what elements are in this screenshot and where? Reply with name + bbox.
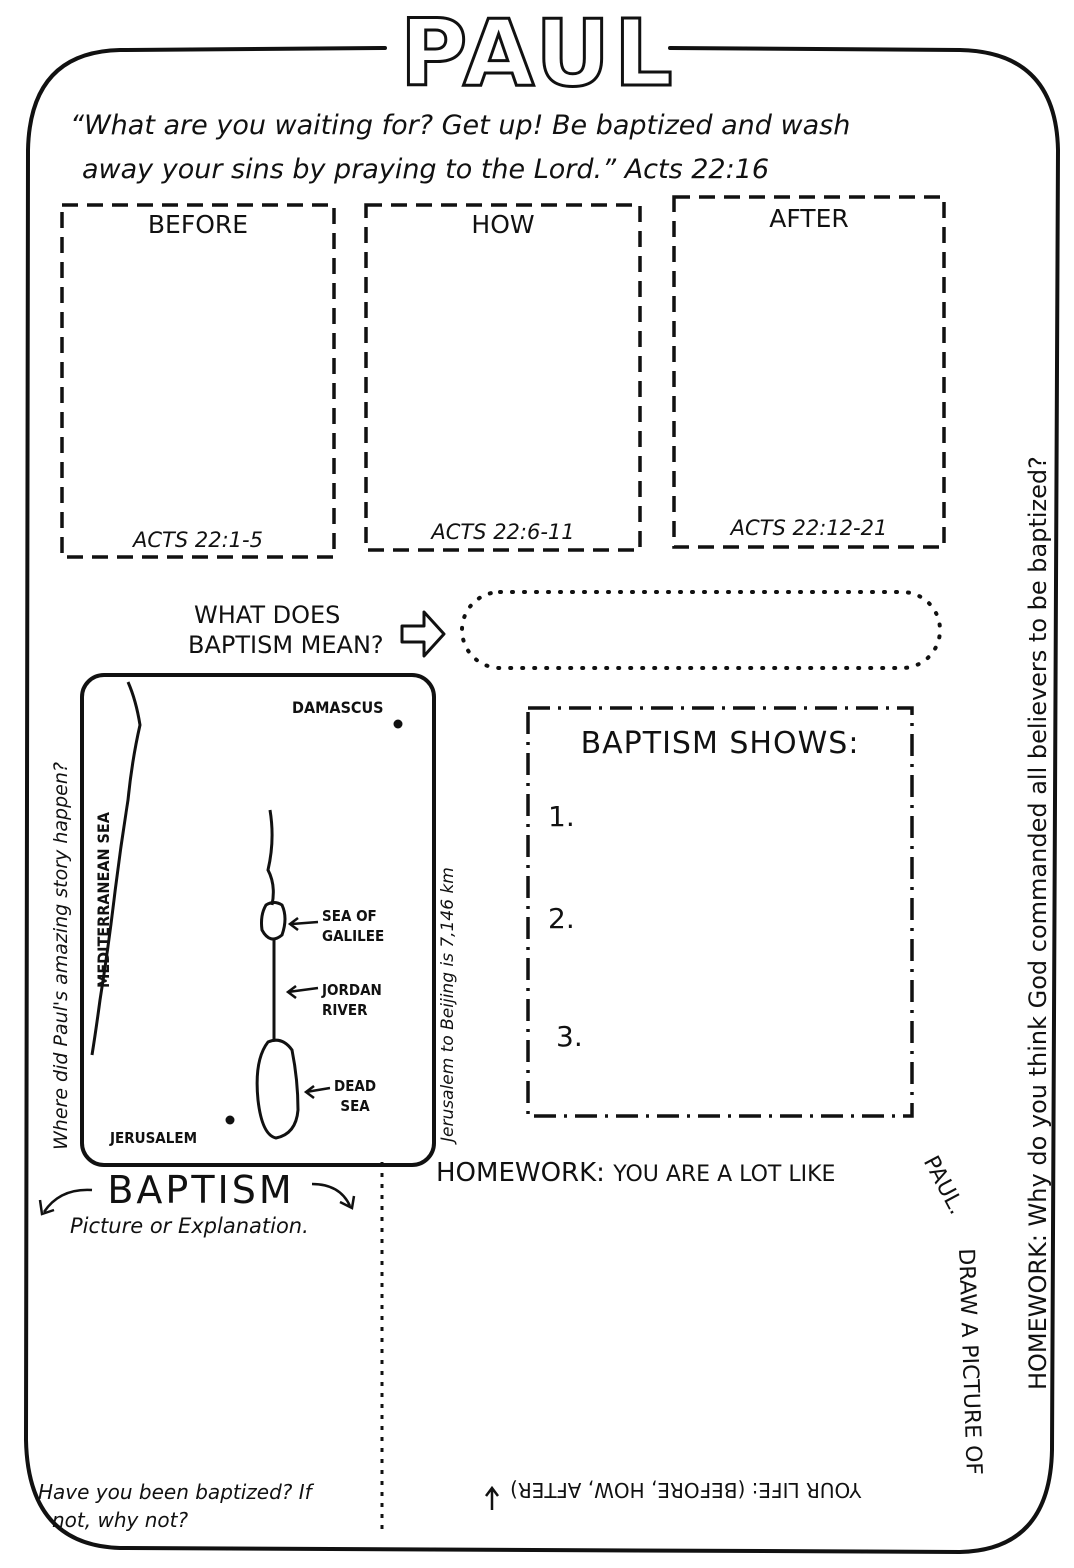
jordan-label-line-1: JORDAN bbox=[322, 981, 382, 999]
homework-lead: YOU ARE A LOT LIKE bbox=[613, 1162, 836, 1187]
before-panel-label: BEFORE bbox=[147, 210, 249, 239]
galilee-label-line-1: SEA OF bbox=[322, 907, 377, 925]
after-drawing-area[interactable] bbox=[684, 244, 934, 506]
shows-item-3: 3. bbox=[556, 1020, 583, 1053]
before-panel-reference: ACTS 22:1-5 bbox=[133, 528, 263, 552]
dead-sea-shape bbox=[255, 1038, 300, 1140]
jordan-label: JORDAN RIVER bbox=[322, 980, 382, 1020]
verse-line-2: away your sins by praying to the Lord.” … bbox=[82, 154, 770, 185]
baptized-question-line-2: not, why not? bbox=[52, 1508, 189, 1532]
distance-note: Jerusalem to Beijing is 7,146 km bbox=[438, 867, 458, 1142]
before-drawing-area[interactable] bbox=[72, 250, 324, 520]
meaning-prompt: WHAT DOES BAPTISM MEAN? bbox=[188, 600, 384, 660]
outer-border bbox=[23, 46, 1061, 1555]
jordan-arrow bbox=[285, 985, 319, 999]
galilee-arrow bbox=[287, 917, 319, 931]
sea-of-galilee-shape bbox=[260, 901, 287, 941]
dead-sea-arrow bbox=[303, 1085, 331, 1099]
verse-line-1: “What are you waiting for? Get up! Be ba… bbox=[70, 110, 851, 141]
after-panel-label: AFTER bbox=[769, 204, 849, 233]
map-side-question: Where did Paul's amazing story happen? bbox=[50, 762, 72, 1150]
jordan-river-line bbox=[266, 809, 275, 906]
shows-answer-area[interactable] bbox=[600, 790, 890, 1100]
galilee-label: SEA OF GALILEE bbox=[322, 906, 384, 946]
jerusalem-label: JERUSALEM bbox=[110, 1129, 198, 1147]
homework-heading: HOMEWORK: YOU ARE A LOT LIKE bbox=[436, 1158, 835, 1188]
baptized-question-line-1: Have you been baptized? If bbox=[38, 1480, 312, 1504]
galilee-label-line-2: GALILEE bbox=[322, 927, 385, 945]
outline-arrow-icon bbox=[400, 610, 446, 658]
left-swoosh-arrow bbox=[38, 1188, 93, 1216]
shows-title: BAPTISM SHOWS: bbox=[580, 726, 860, 761]
how-panel-label: HOW bbox=[471, 210, 535, 239]
side-homework-question: HOMEWORK: Why do you think God commanded… bbox=[1024, 456, 1052, 1390]
meaning-answer-bubble bbox=[460, 590, 942, 670]
how-drawing-area[interactable] bbox=[376, 250, 630, 510]
homework-life-instruction: YOUR LIFE: (BEFORE, HOW, AFTER) bbox=[510, 1478, 862, 1502]
homework-drawing-area[interactable] bbox=[420, 1210, 920, 1460]
baptized-question: Have you been baptized? If not, why not? bbox=[38, 1478, 312, 1534]
after-panel-reference: ACTS 22:12-21 bbox=[730, 516, 888, 540]
map-border bbox=[80, 673, 436, 1167]
homework-label: HOMEWORK: bbox=[436, 1158, 605, 1188]
meaning-prompt-line-2: BAPTISM MEAN? bbox=[188, 631, 384, 659]
right-swoosh-arrow bbox=[311, 1182, 356, 1210]
shows-item-1: 1. bbox=[548, 800, 575, 833]
damascus-dot bbox=[393, 719, 403, 729]
verse-quote: “What are you waiting for? Get up! Be ba… bbox=[70, 104, 970, 192]
jordan-label-line-2: RIVER bbox=[322, 1001, 368, 1019]
dead-sea-label: DEAD SEA bbox=[334, 1076, 376, 1116]
coastline bbox=[90, 681, 142, 1056]
how-panel-reference: ACTS 22:6-11 bbox=[431, 520, 575, 544]
dead-sea-label-line-1: DEAD bbox=[334, 1077, 377, 1095]
dead-sea-label-line-2: SEA bbox=[340, 1097, 370, 1115]
jerusalem-dot bbox=[225, 1115, 235, 1125]
meaning-answer-field[interactable] bbox=[476, 600, 926, 660]
after-panel-border bbox=[672, 195, 946, 549]
shows-item-2: 2. bbox=[548, 902, 575, 935]
homework-return-arrow bbox=[485, 1485, 499, 1510]
mediterranean-sea-label: MEDITERRANEAN SEA bbox=[94, 812, 113, 988]
baptism-title: BAPTISM bbox=[107, 1168, 295, 1212]
baptism-subtitle: Picture or Explanation. bbox=[70, 1214, 309, 1238]
how-panel-border bbox=[364, 203, 642, 552]
before-panel-border bbox=[60, 203, 336, 559]
baptism-drawing-area[interactable] bbox=[40, 1250, 370, 1470]
shows-box-border bbox=[526, 706, 914, 1118]
meaning-prompt-line-1: WHAT DOES bbox=[194, 601, 341, 629]
page-title: PAUL bbox=[399, 0, 677, 107]
damascus-label: DAMASCUS bbox=[292, 698, 384, 717]
